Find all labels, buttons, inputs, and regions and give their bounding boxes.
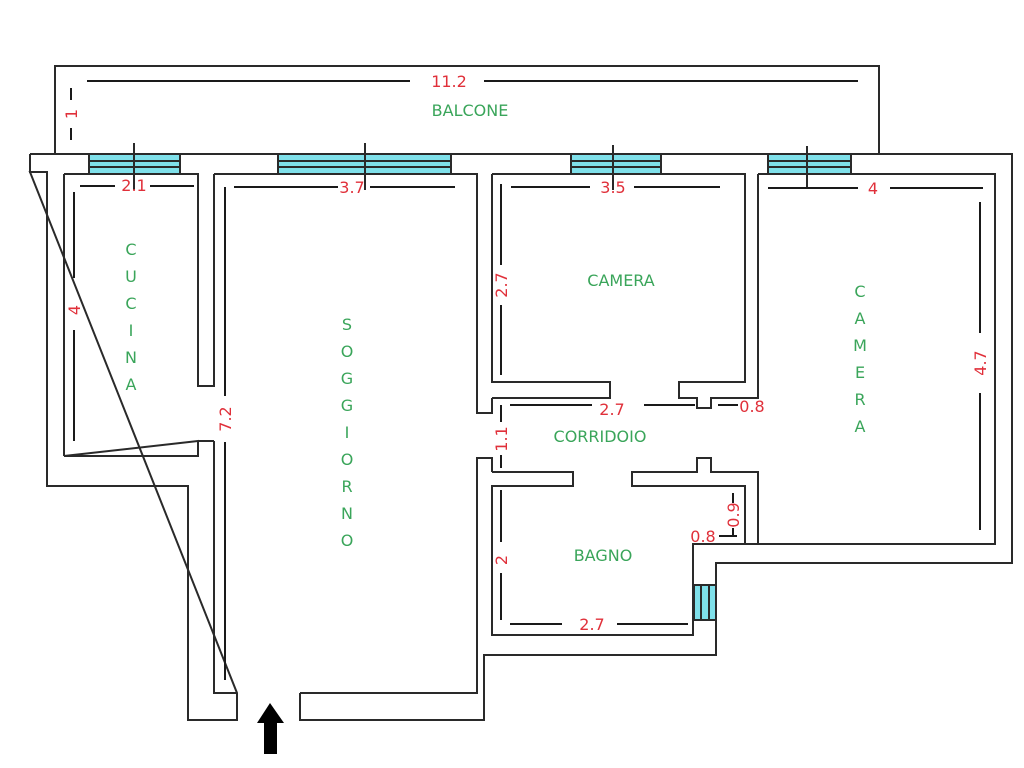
- camera1-wall: [491, 173, 759, 409]
- dim-bagno-depth: 2: [492, 555, 511, 565]
- dim-corridoio-width: 1.1: [492, 426, 511, 451]
- room-label-letter: O: [341, 342, 354, 361]
- room-label-letter: A: [126, 375, 137, 394]
- room-label-letter: G: [341, 396, 353, 415]
- room-label-letter: I: [129, 321, 134, 340]
- window-camera2: [767, 146, 852, 187]
- balcony-wall: [54, 65, 880, 154]
- window-cucina: [88, 143, 181, 190]
- room-label-letter: I: [345, 423, 350, 442]
- window-camera1: [570, 145, 662, 190]
- dim-soggiorno-depth: 7.2: [216, 406, 235, 431]
- room-label-letter: R: [854, 390, 865, 409]
- room-label-balcone: BALCONE: [432, 101, 509, 120]
- room-label-letter: A: [855, 417, 866, 436]
- bagno-wall: [491, 471, 758, 636]
- room-label-corridoio: CORRIDOIO: [554, 427, 647, 446]
- room-label-bagno: BAGNO: [574, 546, 633, 565]
- dimension-lines: [70, 80, 983, 680]
- window-bagno: [693, 584, 717, 621]
- window-soggiorno: [277, 143, 452, 190]
- room-label-letter: C: [125, 240, 136, 259]
- room-label-camera1: CAMERA: [587, 271, 655, 290]
- outer-wall-top-left: [29, 154, 47, 173]
- dim-bagno-niche-depth: 0.9: [724, 502, 743, 527]
- room-label-letter: R: [341, 477, 352, 496]
- room-label-letter: S: [342, 315, 352, 334]
- room-label-letter: C: [854, 282, 865, 301]
- dim-camera2-depth: 4.7: [971, 350, 990, 375]
- room-label-letter: C: [125, 294, 136, 313]
- dim-balcone-width: 11.2: [431, 72, 467, 91]
- room-label-letter: A: [855, 309, 866, 328]
- camera2-wall: [631, 173, 996, 545]
- dim-cucina-width: 2.1: [121, 176, 146, 195]
- dim-camera1-width: 3.5: [600, 178, 625, 197]
- room-label-letter: O: [341, 450, 354, 469]
- dim-balcone-depth: 1: [62, 109, 81, 119]
- soggiorno-wall: [213, 173, 493, 694]
- dim-bagno-width: 2.7: [579, 615, 604, 634]
- room-label-letter: M: [853, 336, 867, 355]
- room-label-letter: N: [341, 504, 353, 523]
- room-label-letter: N: [125, 348, 137, 367]
- dim-cucina-depth: 4: [65, 305, 84, 315]
- dim-camera1-depth: 2.7: [492, 272, 511, 297]
- dim-soggiorno-width: 3.7: [339, 178, 364, 197]
- dim-corridoio-length: 2.7: [599, 400, 624, 419]
- dim-corridoio-niche: 0.8: [739, 397, 764, 416]
- room-label-letter: U: [125, 267, 137, 286]
- room-label-letter: E: [855, 363, 865, 382]
- dim-bagno-niche-width: 0.8: [690, 527, 715, 546]
- arrow-up-icon: [257, 703, 284, 754]
- room-label-letter: G: [341, 369, 353, 388]
- room-label-letter: O: [341, 531, 354, 550]
- dim-camera2-width: 4: [868, 179, 878, 198]
